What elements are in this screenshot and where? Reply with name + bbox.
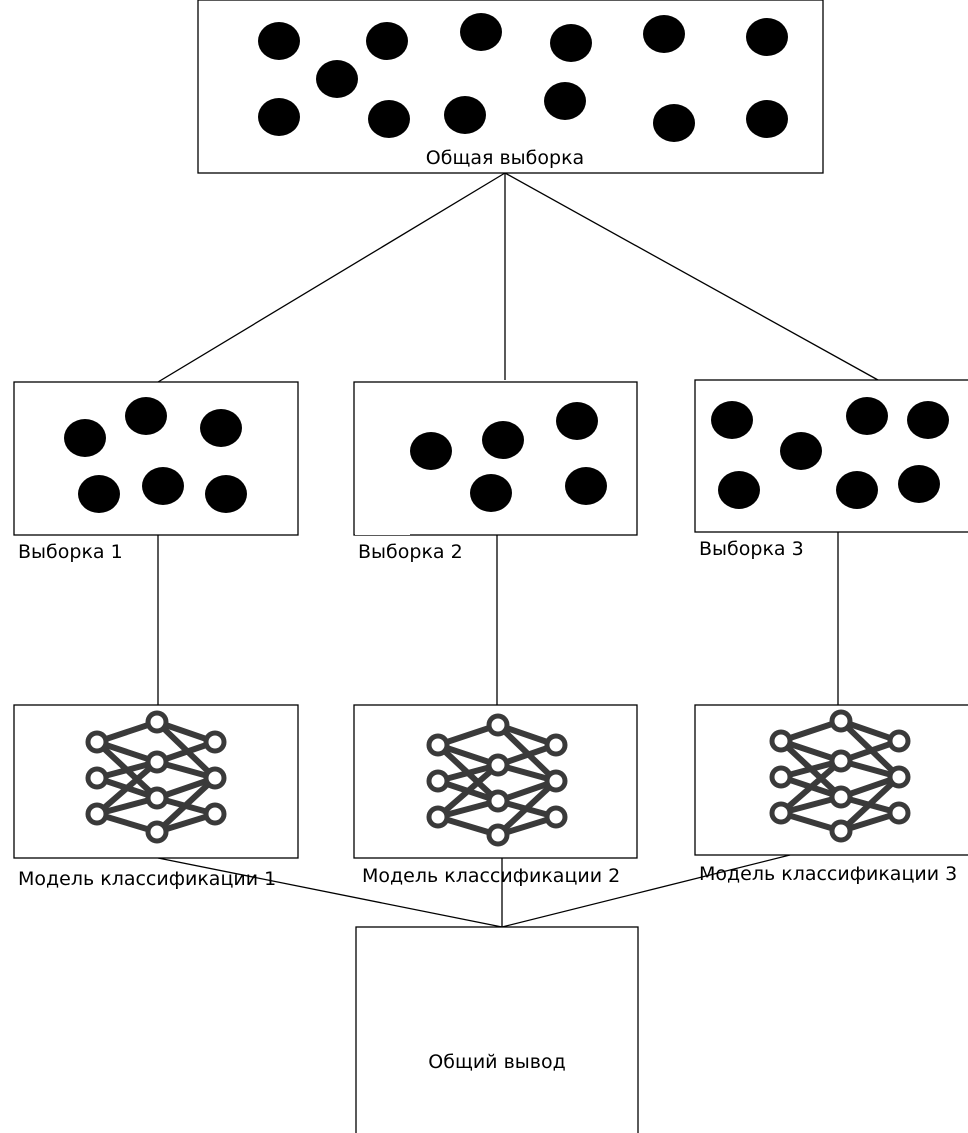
sample-point [653,104,695,142]
model-3-label: Модель классификации 3 [699,863,957,885]
sample-point [482,421,524,459]
sample-point [907,401,949,439]
sample-1-label: Выборка 1 [18,541,123,563]
sample-point [200,409,242,447]
output-label: Общий вывод [428,1051,565,1073]
model-box-2 [353,704,638,859]
output-box [355,926,639,1133]
sample-point [898,465,940,503]
model-box-1 [13,704,299,859]
sample-point [368,100,410,138]
sample-point [718,471,760,509]
sample-point [410,432,452,470]
sample-point [746,18,788,56]
sample-box-3 [694,379,968,533]
total-sample-label: Общая выборка [426,147,584,169]
sample-box-2 [353,381,638,536]
sample-point [366,22,408,60]
sample-point [316,60,358,98]
sample-point [64,419,106,457]
connector-total-to-sample-3 [504,172,879,381]
sample-point [556,402,598,440]
model-1-label: Модель классификации 1 [18,868,276,890]
sample-point [643,15,685,53]
sample-point [205,475,247,513]
connectors [157,172,879,928]
sample-point [544,82,586,120]
sample-point [846,397,888,435]
model-box-3 [694,704,968,856]
sample-point [460,13,502,51]
sample-point [711,401,753,439]
sample-point [746,100,788,138]
sample-point [780,432,822,470]
sample-3-label: Выборка 3 [699,538,804,560]
sample-point [444,96,486,134]
total-sample-box [197,0,824,174]
sample-point [565,467,607,505]
sample-point [125,397,167,435]
connector-total-to-sample-1 [157,172,506,383]
sample-point [470,474,512,512]
model-2-label: Модель классификации 2 [362,865,620,887]
sample-point [258,98,300,136]
sample-point [258,22,300,60]
total-sample-points [258,13,788,142]
sample-point [836,471,878,509]
sample-box-1 [13,381,299,536]
sample-point [78,475,120,513]
connector-model-1-to-output [157,857,503,928]
connector-model-3-to-output [501,854,791,928]
sample-point [142,467,184,505]
sample-2-label: Выборка 2 [358,541,463,563]
sample-point [550,24,592,62]
